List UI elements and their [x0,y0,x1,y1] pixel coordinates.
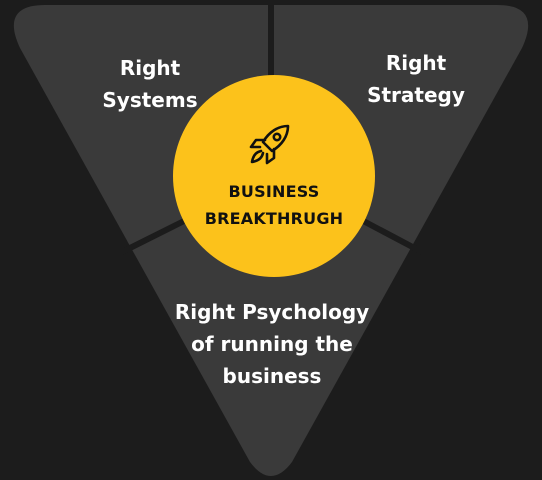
segment-line: of running the [191,332,353,356]
segment-right-strategy: Right Strategy [336,47,496,111]
segment-line: Systems [102,88,198,112]
center-title-line: BUSINESS [228,182,320,201]
center-title-line: BREAKTHRUGH [204,209,344,228]
segment-line: Right [385,51,447,75]
segment-line: Right Psychology [174,300,370,324]
rocket-icon [249,124,290,165]
segment-line: business [222,364,322,388]
segment-line: Strategy [367,83,465,107]
segment-line: Right [119,56,181,80]
center-title: BUSINESS BREAKTHRUGH [190,178,358,232]
segment-right-psychology: Right Psychology of running the business [152,296,392,392]
center-circle [173,75,375,277]
segment-right-systems: Right Systems [70,52,230,116]
